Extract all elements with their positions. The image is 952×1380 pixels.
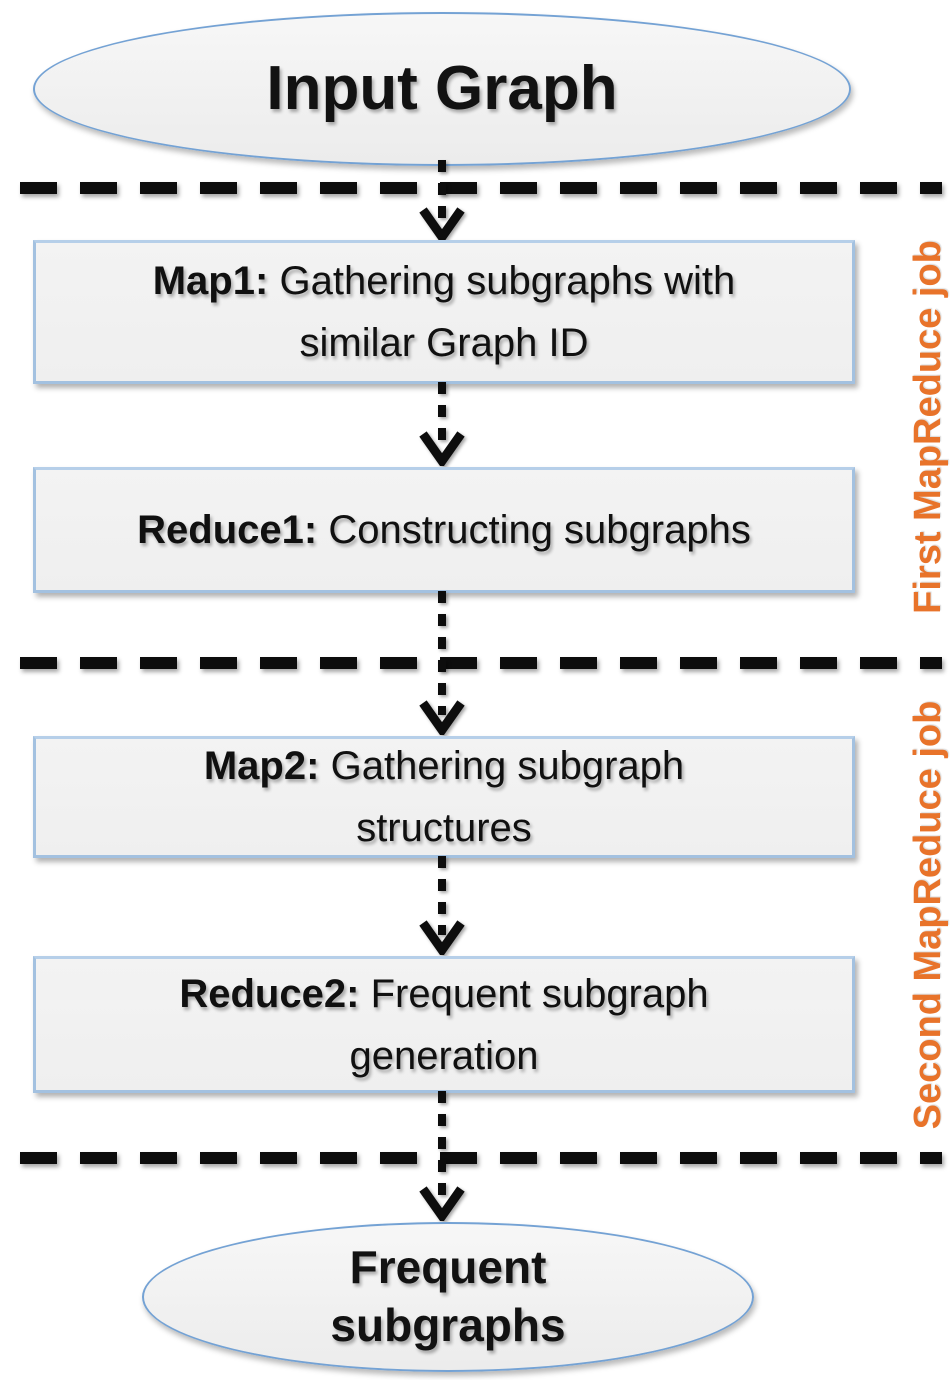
map1-label: Map1:Gathering subgraphs with similar Gr… <box>152 259 736 365</box>
arrow-reduce2-to-output <box>410 1091 474 1221</box>
reduce2-node: Reduce2:Frequent subgraph generation <box>33 956 855 1093</box>
reduce2-label: Reduce2:Frequent subgraph generation <box>179 971 709 1078</box>
reduce1-label: Reduce1:Constructing subgraphs <box>137 508 751 552</box>
dotted-arrow-icon <box>419 591 465 735</box>
dotted-arrow-icon <box>419 1091 465 1221</box>
frequent-subgraphs-node: Frequent subgraphs <box>142 1222 754 1372</box>
input-graph-label: Input Graph <box>266 54 618 124</box>
arrow-map2-to-reduce2 <box>410 856 474 955</box>
input-graph-node: Input Graph <box>33 12 851 166</box>
arrow-input-to-map1 <box>410 160 474 242</box>
dotted-arrow-icon <box>419 382 465 466</box>
arrow-reduce1-to-map2 <box>410 591 474 735</box>
dotted-arrow-icon <box>419 856 465 955</box>
phase-divider-line <box>20 1152 942 1164</box>
map1-node: Map1:Gathering subgraphs with similar Gr… <box>33 240 855 384</box>
arrow-map1-to-reduce1 <box>410 382 474 466</box>
phase-divider-line <box>20 657 942 669</box>
dotted-arrow-icon <box>419 160 465 242</box>
first-mapreduce-job-label: First MapReduce job <box>906 240 949 614</box>
map2-node: Map2:Gathering subgraph structures <box>33 736 855 858</box>
frequent-subgraphs-label: Frequent subgraphs <box>330 1241 566 1351</box>
second-mapreduce-job-label: Second MapReduce job <box>906 700 949 1130</box>
reduce1-node: Reduce1:Constructing subgraphs <box>33 467 855 593</box>
phase-divider-line <box>20 182 942 194</box>
map2-label: Map2:Gathering subgraph structures <box>203 744 685 850</box>
